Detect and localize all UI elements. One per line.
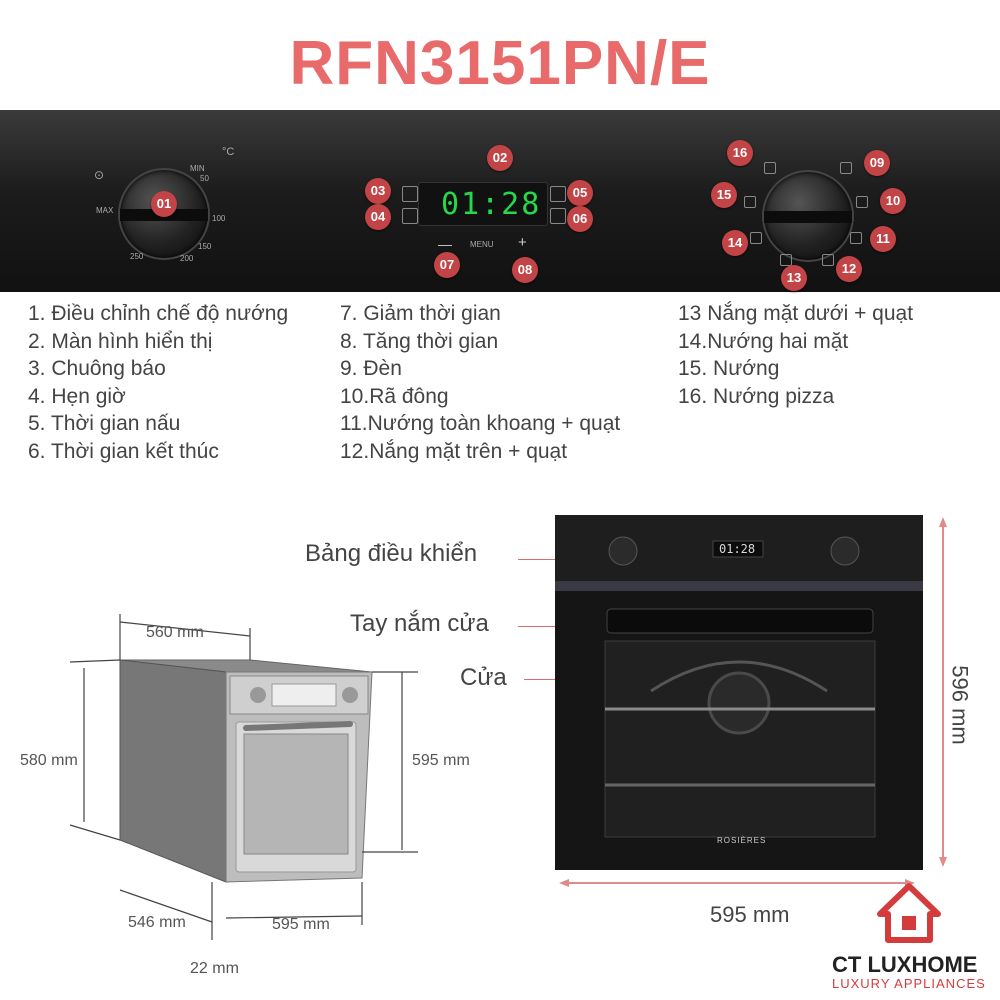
- callout-badge: 08: [512, 257, 538, 283]
- legend-item: 3. Chuông báo: [28, 357, 166, 380]
- page-title: RFN3151PN/E: [289, 29, 711, 98]
- temp-tick: MIN: [190, 164, 205, 173]
- cook-time-button[interactable]: [550, 186, 566, 202]
- temp-tick: 100: [212, 214, 226, 223]
- temp-tick: 50: [200, 174, 209, 183]
- callout-badge: 12: [836, 256, 862, 282]
- dimension-label: 546 mm: [128, 914, 186, 931]
- part-label-door: Cửa: [460, 664, 507, 691]
- callout-badge: 13: [781, 265, 807, 291]
- callout-badge: 15: [711, 182, 737, 208]
- legend-item: 8. Tăng thời gian: [340, 330, 499, 353]
- convection-icon: [850, 232, 862, 244]
- legend-item: 14.Nướng hai mặt: [678, 330, 849, 353]
- timer-button[interactable]: [402, 208, 418, 224]
- temp-tick: 150: [198, 242, 212, 251]
- function-knob-right: [762, 170, 854, 262]
- temp-tick: 250: [130, 252, 144, 261]
- legend-item: 6. Thời gian kết thúc: [28, 440, 219, 463]
- brand-tagline: LUXURY APPLIANCES: [832, 976, 986, 991]
- legend-item: 4. Hẹn giờ: [28, 385, 126, 408]
- legend-item: 1. Điều chỉnh chế độ nướng: [28, 302, 289, 325]
- callout-badge: 04: [365, 204, 391, 230]
- callout-badge: 16: [727, 140, 753, 166]
- callout-badge: 03: [365, 178, 391, 204]
- plus-button[interactable]: +: [518, 234, 527, 251]
- dimension-width: 595 mm: [710, 902, 790, 927]
- callout-badge: 02: [487, 145, 513, 171]
- dimension-label: 595 mm: [272, 916, 330, 933]
- temp-tick: 200: [180, 254, 194, 263]
- grill-icon: [744, 196, 756, 208]
- minus-button[interactable]: —: [438, 236, 452, 252]
- legend-item: 7. Giảm thời gian: [340, 302, 501, 325]
- part-label-door-handle: Tay nắm cửa: [350, 610, 489, 637]
- top-fan-icon: [822, 254, 834, 266]
- pizza-icon: [764, 162, 776, 174]
- oven-front-display: 01:28: [719, 542, 756, 556]
- dimension-label: 22 mm: [190, 960, 239, 977]
- callout-badge: 06: [567, 206, 593, 232]
- double-grill-icon: [750, 232, 762, 244]
- callout-badge: 10: [880, 188, 906, 214]
- callout-badge: 09: [864, 150, 890, 176]
- callout-badge: 01: [151, 191, 177, 217]
- defrost-icon: [856, 196, 868, 208]
- temp-tick: MAX: [96, 206, 114, 215]
- dimension-height: 596 mm: [947, 665, 973, 745]
- legend-item: 9. Đèn: [340, 357, 402, 380]
- dimension-label: 560 mm: [146, 624, 204, 641]
- legend-item: 16. Nướng pizza: [678, 385, 835, 408]
- callout-badge: 14: [722, 230, 748, 256]
- alarm-button[interactable]: [402, 186, 418, 202]
- legend-item: 5. Thời gian nấu: [28, 412, 181, 435]
- thermometer-icon: ⊙: [94, 168, 105, 182]
- legend-item: 12.Nắng mặt trên + quạt: [340, 440, 568, 463]
- brand-logo-text: CT LUXHOME: [832, 952, 978, 977]
- legend-item: 2. Màn hình hiển thị: [28, 330, 213, 353]
- display-value: 01:28: [441, 187, 542, 222]
- part-label-control-panel: Bảng điều khiển: [305, 540, 478, 567]
- unit-label: °C: [222, 146, 235, 158]
- digital-display: 01:28: [418, 182, 548, 226]
- dimension-label: 595 mm: [412, 752, 470, 769]
- bottom-fan-icon: [780, 254, 792, 266]
- callout-badge: 05: [567, 180, 593, 206]
- dimension-label: 580 mm: [20, 752, 78, 769]
- oven-brand-label: ROSIÈRES: [717, 836, 767, 845]
- legend-item: 11.Nướng toàn khoang + quạt: [340, 412, 621, 435]
- oven-size-arrows: [559, 517, 947, 887]
- legend-item: 10.Rã đông: [340, 385, 449, 408]
- lamp-icon: [840, 162, 852, 174]
- oven-front-photo: [555, 515, 923, 870]
- menu-label: MENU: [470, 240, 494, 249]
- legend-item: 13 Nắng mặt dưới + quạt: [678, 302, 914, 325]
- house-icon: [877, 883, 941, 943]
- end-time-button[interactable]: [550, 208, 566, 224]
- callout-badge: 11: [870, 226, 896, 252]
- oven-dimension-drawing: [69, 614, 418, 940]
- callout-badge: 07: [434, 252, 460, 278]
- legend-item: 15. Nướng: [678, 357, 780, 380]
